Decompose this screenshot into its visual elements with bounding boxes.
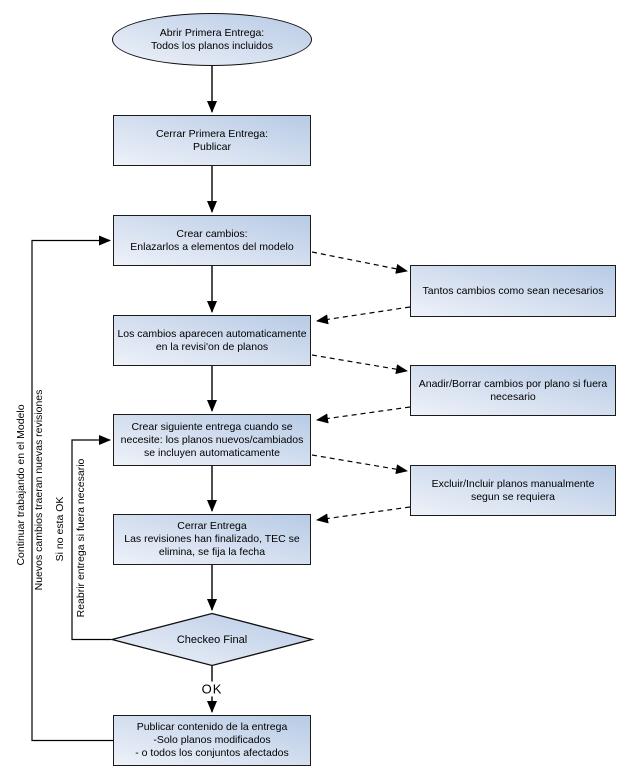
side-note-2: Anadir/Borrar cambios por plano si fuera… (410, 365, 616, 416)
side-note-3: Excluir/Incluir planos manualmente segun… (410, 465, 616, 516)
loop-label-new-changes: Nuevos cambios traeran nuevas revisiones (33, 389, 45, 591)
dashed-note1-to-changes-appear (316, 306, 411, 325)
loop-label-if-not-ok: Si no esta OK (54, 496, 66, 562)
step-create-changes: Crear cambios: Enlazarlos a elementos de… (113, 215, 311, 266)
loop-final-check-to-next-delivery (71, 435, 111, 641)
start-node: Abrir Primera Entrega: Todos los planos … (112, 13, 312, 66)
decision-diamond (109, 612, 315, 667)
dashed-note2-to-next-delivery (316, 406, 411, 424)
step-close-first-delivery: Cerrar Primera Entrega: Publicar (113, 115, 311, 166)
dashed-changes-appear-to-note2 (311, 354, 408, 375)
dashed-create-changes-to-note1 (311, 251, 408, 274)
step-changes-appear: Los cambios aparecen automaticamente en … (113, 315, 311, 366)
end-publish-node: Publicar contenido de la entrega -Solo p… (113, 715, 311, 766)
side-note-1: Tantos cambios como sean necesarios (410, 265, 616, 317)
step-close-delivery: Cerrar Entrega Las revisiones han finali… (113, 514, 311, 565)
dashed-next-delivery-to-note3 (311, 454, 408, 475)
loop-publish-to-create-changes (31, 235, 113, 742)
loop-label-continue-model: Continuar trabajando en el Modelo (15, 404, 27, 566)
loop-label-reopen: Reabrir entrega si fuera necesario (75, 458, 87, 618)
dashed-note3-to-close-delivery (316, 506, 411, 524)
decision-label: Checkeo Final (176, 634, 248, 646)
ok-label: OK (198, 681, 226, 697)
step-next-delivery: Crear siguiente entrega cuando se necesi… (113, 414, 311, 466)
